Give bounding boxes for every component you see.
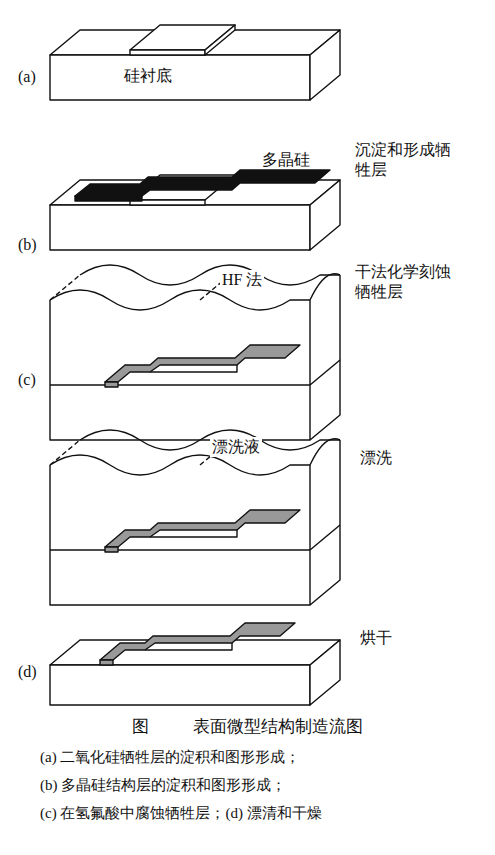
- step-label: 干法化学刻蚀牺牲层: [355, 262, 465, 302]
- step-label: 沉淀和形成牺牲层: [355, 140, 455, 180]
- step-label: (b) 多晶硅结构层的淀积和图形形成；: [40, 776, 286, 795]
- step-label: (a): [18, 67, 36, 87]
- step-label: 硅衬底: [122, 66, 174, 86]
- figure-caption: 图 表面微型结构制造流图: [132, 716, 363, 737]
- step-label: 漂洗液: [210, 437, 262, 457]
- step-label: (c): [18, 370, 36, 390]
- step-label: (b): [18, 235, 37, 255]
- step-label: (c) 在氢氟酸中腐蚀牺牲层；(d) 漂清和干燥: [40, 804, 322, 823]
- step-label: HF 法: [220, 270, 264, 290]
- step-label: (a) 二氧化硅牺牲层的淀积和图形形成；: [40, 748, 300, 767]
- step-label: (d): [18, 662, 37, 682]
- step-label: 烘干: [360, 628, 392, 648]
- step-label: 漂洗: [360, 448, 392, 468]
- step-label: 多晶硅: [262, 150, 310, 170]
